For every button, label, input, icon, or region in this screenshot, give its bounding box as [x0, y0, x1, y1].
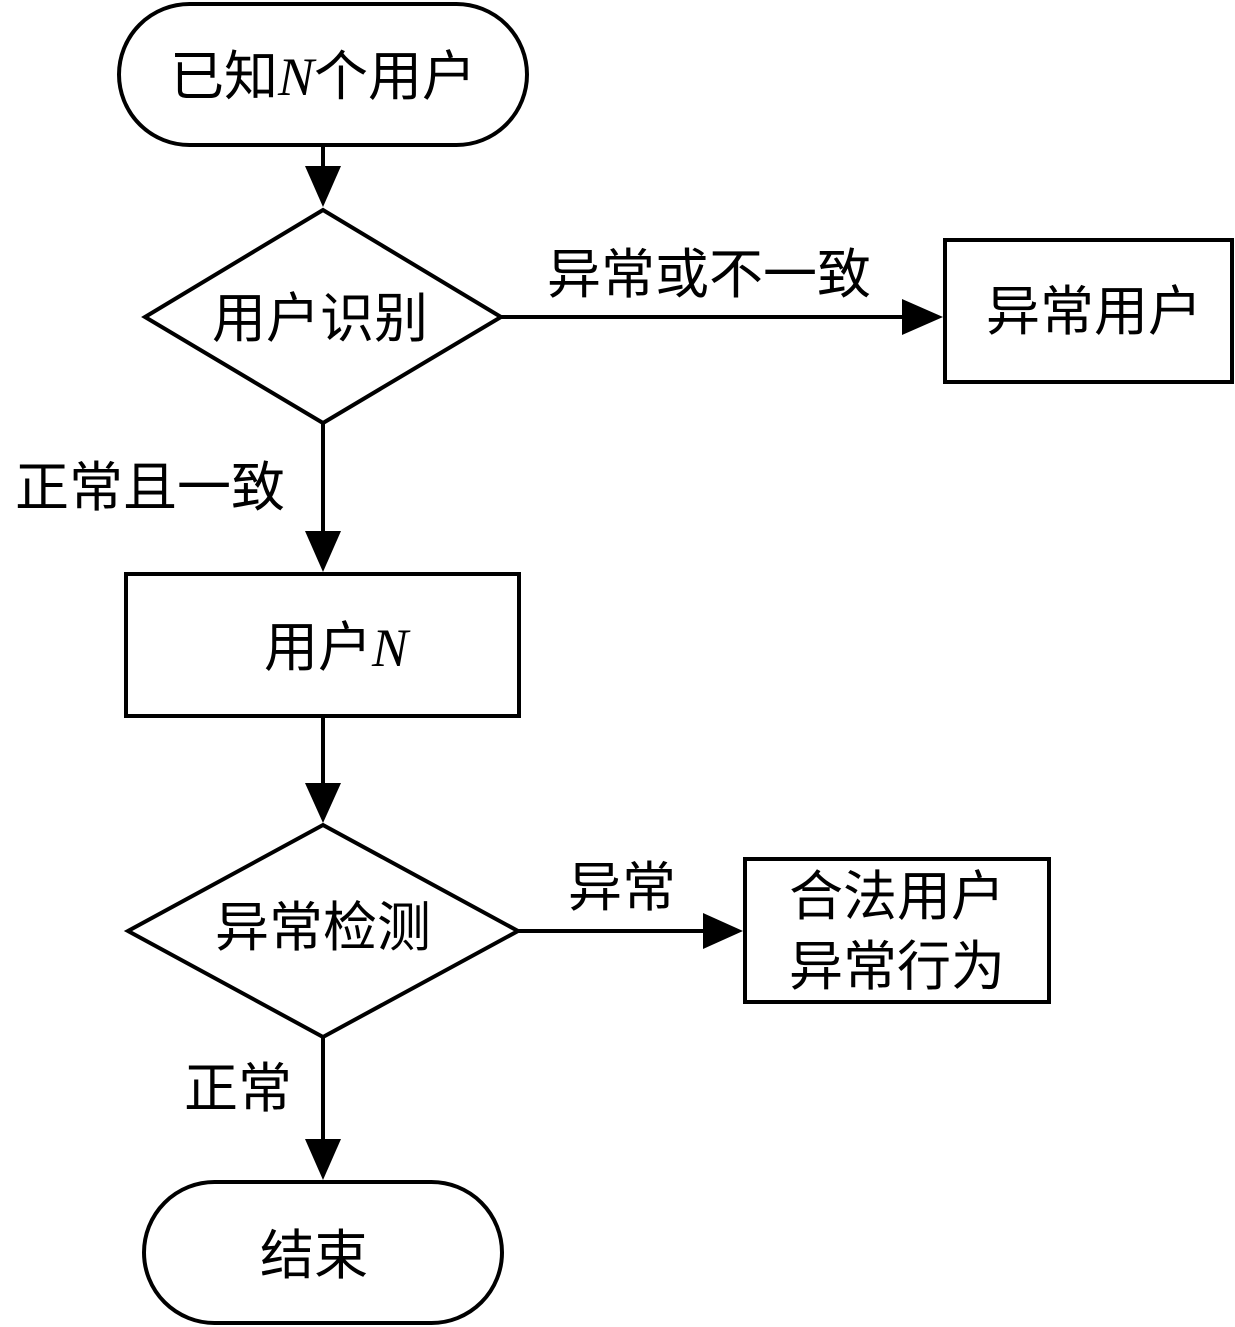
edge-label-normal: 正常: [184, 1057, 292, 1120]
detect-label: 异常检测: [215, 896, 431, 959]
edge-label-abnormal-or-inconsistent: 异常或不一致: [547, 243, 871, 306]
user-n-label: 用户N: [264, 616, 411, 679]
arrow-head: [305, 1139, 341, 1180]
edge-detect-to-legit: [518, 913, 743, 949]
identify-label: 用户识别: [212, 287, 428, 350]
end-label: 结束: [260, 1224, 368, 1287]
abnormal-user-label: 异常用户: [986, 280, 1202, 343]
start-label: 已知N个用户: [170, 45, 476, 108]
arrow-head: [305, 783, 341, 823]
edge-start-to-identify: [305, 145, 341, 207]
edge-detect-to-end: [305, 1037, 341, 1180]
edge-identify-to-abnormal: [501, 299, 943, 335]
edge-label-abnormal: 异常: [568, 856, 676, 919]
abnormal-user-box: [943, 238, 1234, 384]
arrow-head: [703, 913, 743, 949]
end-terminal: [142, 1180, 504, 1325]
edge-label-normal-and-consistent: 正常且一致: [15, 456, 285, 519]
arrow-head: [305, 166, 341, 207]
arrow-head: [305, 531, 341, 572]
legit-abnormal-label-line1: 合法用户: [789, 865, 1005, 928]
legit-abnormal-box: [743, 857, 1051, 1004]
legit-abnormal-label-line2: 异常行为: [789, 935, 1005, 998]
edge-identify-to-user-n: [305, 423, 341, 572]
arrow-head: [902, 299, 943, 335]
edge-user-n-to-detect: [305, 716, 341, 823]
